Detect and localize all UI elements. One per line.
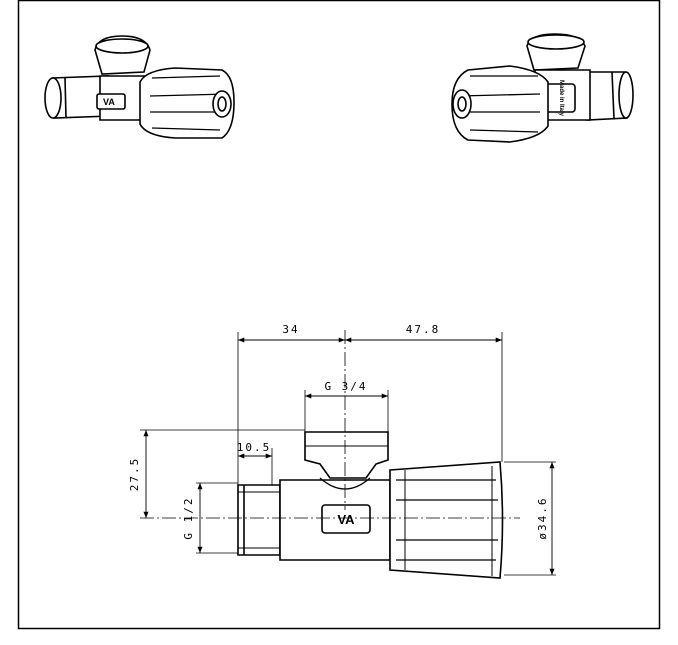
made-in-italy-label: Made in Italy (558, 80, 564, 117)
dimension-lines (143, 337, 555, 575)
drawing-frame (17, 0, 661, 630)
va-label-front: VA (103, 97, 115, 107)
dim-top-thread: G 3/4 (324, 380, 367, 393)
center-lines (140, 330, 520, 519)
dim-spout-width: 34 (282, 323, 299, 336)
extension-lines (140, 332, 556, 576)
va-plate-front (96, 93, 126, 110)
dim-inlet-thread: G 1/2 (182, 496, 195, 539)
dim-body-to-knob: 47.8 (406, 323, 441, 336)
va-plate-side (321, 504, 371, 534)
valve-front-view (237, 431, 504, 579)
dim-height-to-top: 27.5 (128, 457, 141, 492)
dim-knob-diameter: ø34.6 (536, 496, 549, 539)
va-label-side: VA (337, 512, 355, 527)
valve-perspective-front (44, 35, 235, 139)
valve-perspective-rear (451, 33, 634, 143)
dim-nut-length: 10.5 (237, 441, 272, 454)
